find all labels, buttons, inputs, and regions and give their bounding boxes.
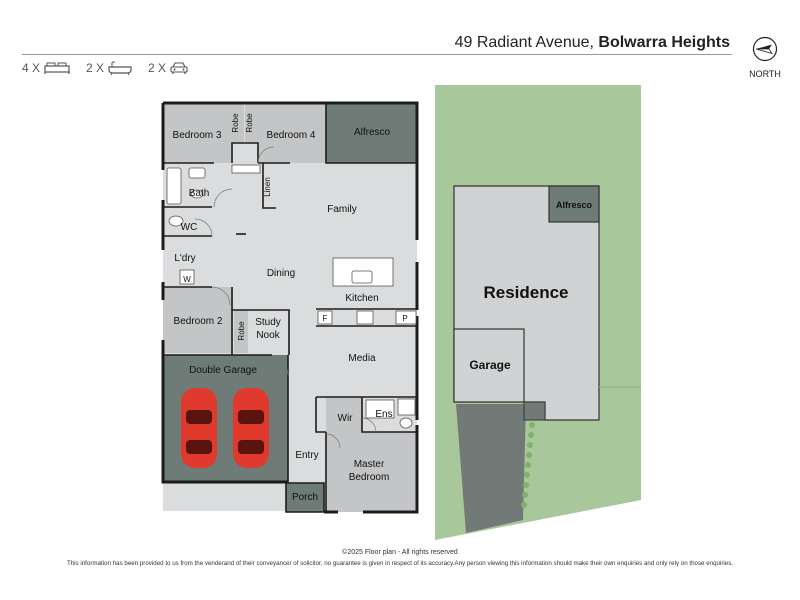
room-dining: Dining: [267, 268, 295, 279]
car-icon: [170, 62, 188, 74]
room-entry: Entry: [295, 450, 318, 461]
hedge-dots: [521, 422, 535, 508]
car-right-icon: [233, 388, 269, 468]
washer-label: W: [183, 275, 191, 284]
room-alfresco: Alfresco: [354, 127, 391, 138]
bedroom-count-text: 4 X: [22, 61, 41, 75]
property-address: 49 Radiant Avenue, Bolwarra Heights: [250, 34, 730, 52]
bed-icon: [44, 62, 70, 74]
room-ensuite: Ens: [375, 409, 392, 420]
room-labels: Bedroom 3 Bedroom 4 Alfresco Bath Family…: [173, 127, 393, 503]
room-bath: Bath: [189, 188, 210, 199]
disclaimer: This information has been provided to us…: [66, 560, 734, 567]
room-master-line1: Master: [354, 459, 385, 470]
room-media: Media: [348, 353, 376, 364]
room-bedroom-2: Bedroom 2: [174, 316, 223, 327]
room-robe-2: Robe: [245, 113, 254, 133]
site-garage: [453, 328, 525, 403]
room-bedroom-4: Bedroom 4: [267, 130, 316, 141]
site-alfresco-label: Alfresco: [556, 200, 593, 210]
small-labels: Robe Robe Linen Robe W F P: [183, 113, 407, 341]
suburb-name: Bolwarra Heights: [598, 34, 730, 51]
site-porch: [523, 401, 546, 421]
site-residence-label: Residence: [483, 283, 568, 302]
room-family: Family: [327, 204, 356, 215]
fixtures: [166, 164, 417, 429]
room-robe-1: Robe: [231, 113, 240, 133]
north-arrow-icon: [752, 36, 778, 62]
room-wir: Wir: [338, 413, 354, 424]
street-address: 49 Radiant Avenue,: [454, 34, 599, 51]
car-space-count-text: 2 X: [148, 61, 167, 75]
bathroom-count-text: 2 X: [86, 61, 105, 75]
bath-icon: [108, 61, 132, 75]
interior-walls: [163, 103, 417, 513]
room-linen: Linen: [263, 177, 272, 197]
room-porch: Porch: [292, 492, 318, 503]
room-study-line2: Nook: [256, 330, 280, 341]
room-laundry: L'dry: [174, 253, 195, 264]
room-master-line2: Bedroom: [349, 472, 390, 483]
driveway: [456, 404, 526, 533]
room-study-line1: Study: [255, 317, 281, 328]
room-double-garage: Double Garage: [189, 365, 257, 376]
compass: NORTH: [748, 36, 782, 79]
copyright-notice: ©2025 Floor plan - All rights reserved: [342, 549, 458, 556]
bathroom-count: 2 X: [86, 61, 132, 75]
car-left-icon: [181, 388, 217, 468]
compass-label: NORTH: [749, 69, 781, 79]
room-wc: WC: [181, 222, 198, 233]
feature-counts: 4 X 2 X 2 X: [22, 61, 188, 75]
room-kitchen: Kitchen: [345, 293, 378, 304]
room-bedroom-3: Bedroom 3: [173, 130, 222, 141]
site-garage-label: Garage: [469, 358, 511, 372]
car-space-count: 2 X: [148, 61, 188, 75]
door-swings: [194, 146, 377, 449]
site-alfresco: [548, 185, 600, 223]
bedroom-count: 4 X: [22, 61, 70, 75]
pantry-label: P: [402, 314, 407, 323]
room-robe-3: Robe: [237, 321, 246, 341]
fridge-label: F: [323, 314, 328, 323]
header-divider: [22, 54, 732, 55]
